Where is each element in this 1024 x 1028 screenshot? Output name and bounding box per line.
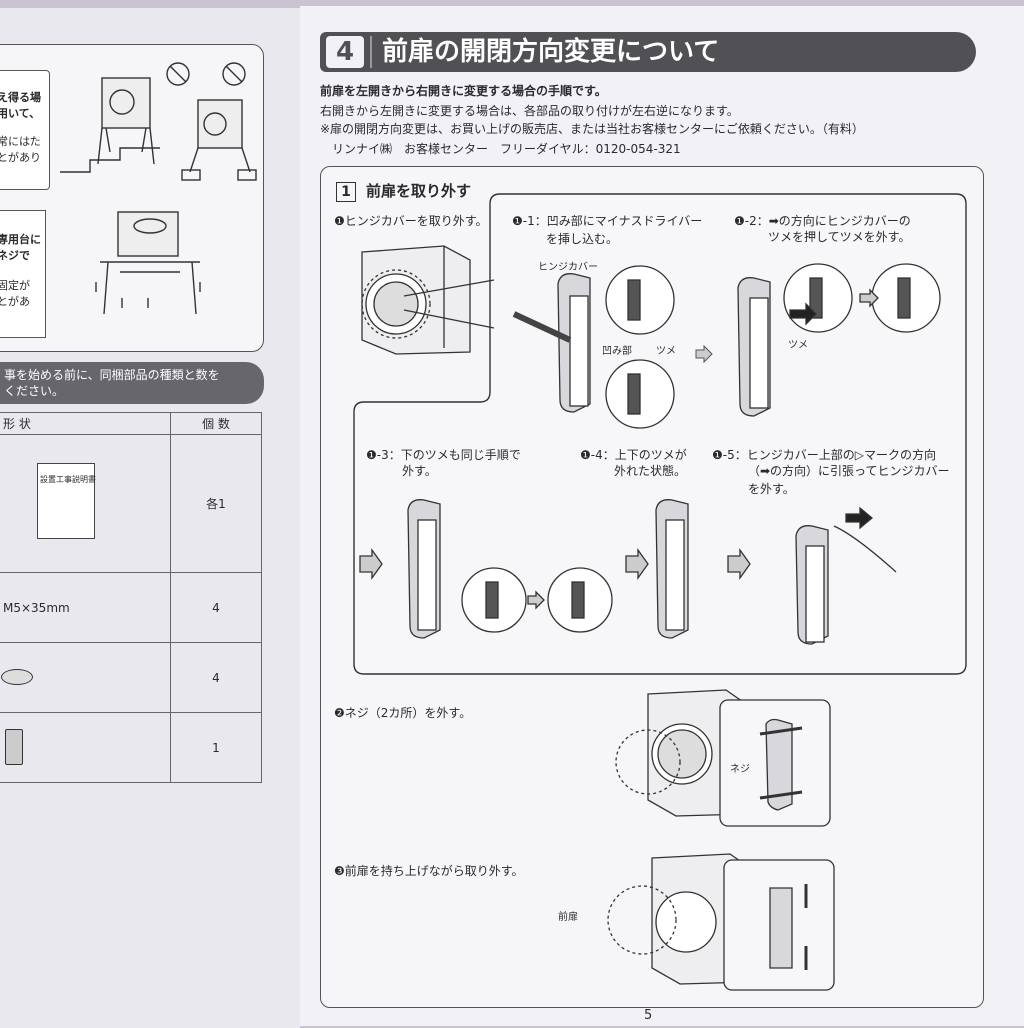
section-title: 前扉の開閉方向変更について (382, 37, 720, 67)
label-recess: 凹み部 (602, 346, 632, 357)
intro-line-4: リンナイ㈱ お客様センター フリーダイヤル：0120-054-321 (332, 142, 681, 156)
table-cell-shape: M5×35mm (0, 572, 171, 643)
fragment-line: とがあり (0, 151, 41, 164)
step1-1-line1: ❶-1：凹み部にマイナスドライバー (512, 214, 703, 228)
table-cell-count: 1 (170, 712, 262, 783)
table-row: 設置工事説明書 各1 (0, 434, 262, 573)
fragment-line: とがあ (0, 295, 30, 308)
washer-icon (1, 669, 33, 685)
warning-fragment-1: え得る場 用いて、 常にはた とがあり (0, 70, 50, 190)
fragment-line: ネジで (0, 249, 30, 262)
step1-2-line1: ❶-2：➡の方向にヒンジカバーの (734, 214, 911, 228)
step1-5-line3: を外す。 (748, 482, 795, 496)
manual-thumbnail-title: 設置工事説明書 (40, 475, 96, 484)
title-divider (370, 36, 372, 68)
table-row: 4 (0, 642, 262, 713)
hinge-diagram-1-2 (737, 263, 941, 417)
parts-banner: 事を始める前に、同梱部品の種類と数を ください。 (0, 362, 264, 404)
table-row: 1 (0, 712, 262, 783)
manual-thumbnail: 設置工事説明書 (37, 463, 96, 539)
fragment-line: 常にはた (0, 135, 41, 148)
section-title-bar (320, 32, 976, 72)
step1-4-line2: 外れた状態。 (614, 464, 687, 478)
hinge-diagram-1-1 (512, 265, 675, 429)
intro-line-2: 右開きから左開きに変更する場合は、各部品の取り付けが左右逆になります。 (320, 104, 739, 118)
washer-illustration-3 (607, 853, 835, 991)
fragment-line: え得る場 (0, 91, 41, 104)
washer-illustration-2 (615, 689, 831, 827)
table-cell-count: 各1 (170, 434, 262, 573)
step1-2-line2: ツメを押してツメを外す。 (768, 230, 911, 244)
label-screw: ネジ (730, 764, 750, 775)
fragment-line: 用いて、 (0, 107, 41, 120)
section-number: 4 (326, 36, 364, 68)
intro-line-3: ※扉の開閉方向変更は、お買い上げの販売店、または当社お客様センターにご依頼くださ… (320, 122, 864, 136)
label-front-door: 前扉 (558, 912, 578, 923)
step1-3-line1: ❶-3：下のツメも同じ手順で (366, 448, 521, 462)
table-cell-count: 4 (170, 572, 262, 643)
hinge-diagrams-row2 (359, 499, 897, 645)
fragment-line: 専用台に (0, 233, 41, 246)
label-claw-2: ツメ (788, 340, 808, 351)
table-header-count: 個 数 (170, 412, 262, 435)
adapter-icon (5, 729, 23, 765)
step1-title: 前扉を取り外す (366, 182, 472, 200)
arrow-right-icon (695, 344, 713, 364)
label-hinge-cover: ヒンジカバー (538, 262, 598, 273)
table-cell-count: 4 (170, 642, 262, 713)
step2-text: ❷ネジ（2カ所）を外す。 (334, 706, 472, 720)
fragment-line: 固定が (0, 279, 30, 292)
stand-illustration (60, 62, 257, 315)
parts-banner-line: ください。 (4, 384, 65, 398)
step1-number: 1 (336, 182, 356, 202)
table-header-shape: 形 状 (0, 412, 171, 435)
step1-4-line1: ❶-4：上下のツメが (580, 448, 687, 462)
parts-table: 形 状 個 数 設置工事説明書 各1 M5×35mm 4 4 1 (0, 412, 262, 783)
step1-sub1: ❶ヒンジカバーを取り外す。 (334, 214, 488, 228)
washer-illustration-1 (361, 245, 495, 355)
step1-3-line2: 外す。 (402, 464, 437, 478)
step3-text: ❸前扉を持ち上げながら取り外す。 (334, 864, 524, 878)
page-number: 5 (644, 1008, 653, 1023)
intro-line-1: 前扉を左開きから右開きに変更する場合の手順です。 (320, 84, 607, 98)
table-row: M5×35mm 4 (0, 572, 262, 643)
warning-fragment-2: 専用台に ネジで 固定が とがあ (0, 210, 46, 338)
step1-5-line1: ❶-5：ヒンジカバー上部の▷マークの方向 (712, 448, 936, 462)
step1-1-line2: を挿し込む。 (546, 232, 619, 246)
parts-banner-line: 事を始める前に、同梱部品の種類と数を (4, 368, 220, 382)
label-claw: ツメ (656, 346, 676, 357)
step1-5-line2: （➡の方向）に引張ってヒンジカバー (748, 464, 950, 478)
